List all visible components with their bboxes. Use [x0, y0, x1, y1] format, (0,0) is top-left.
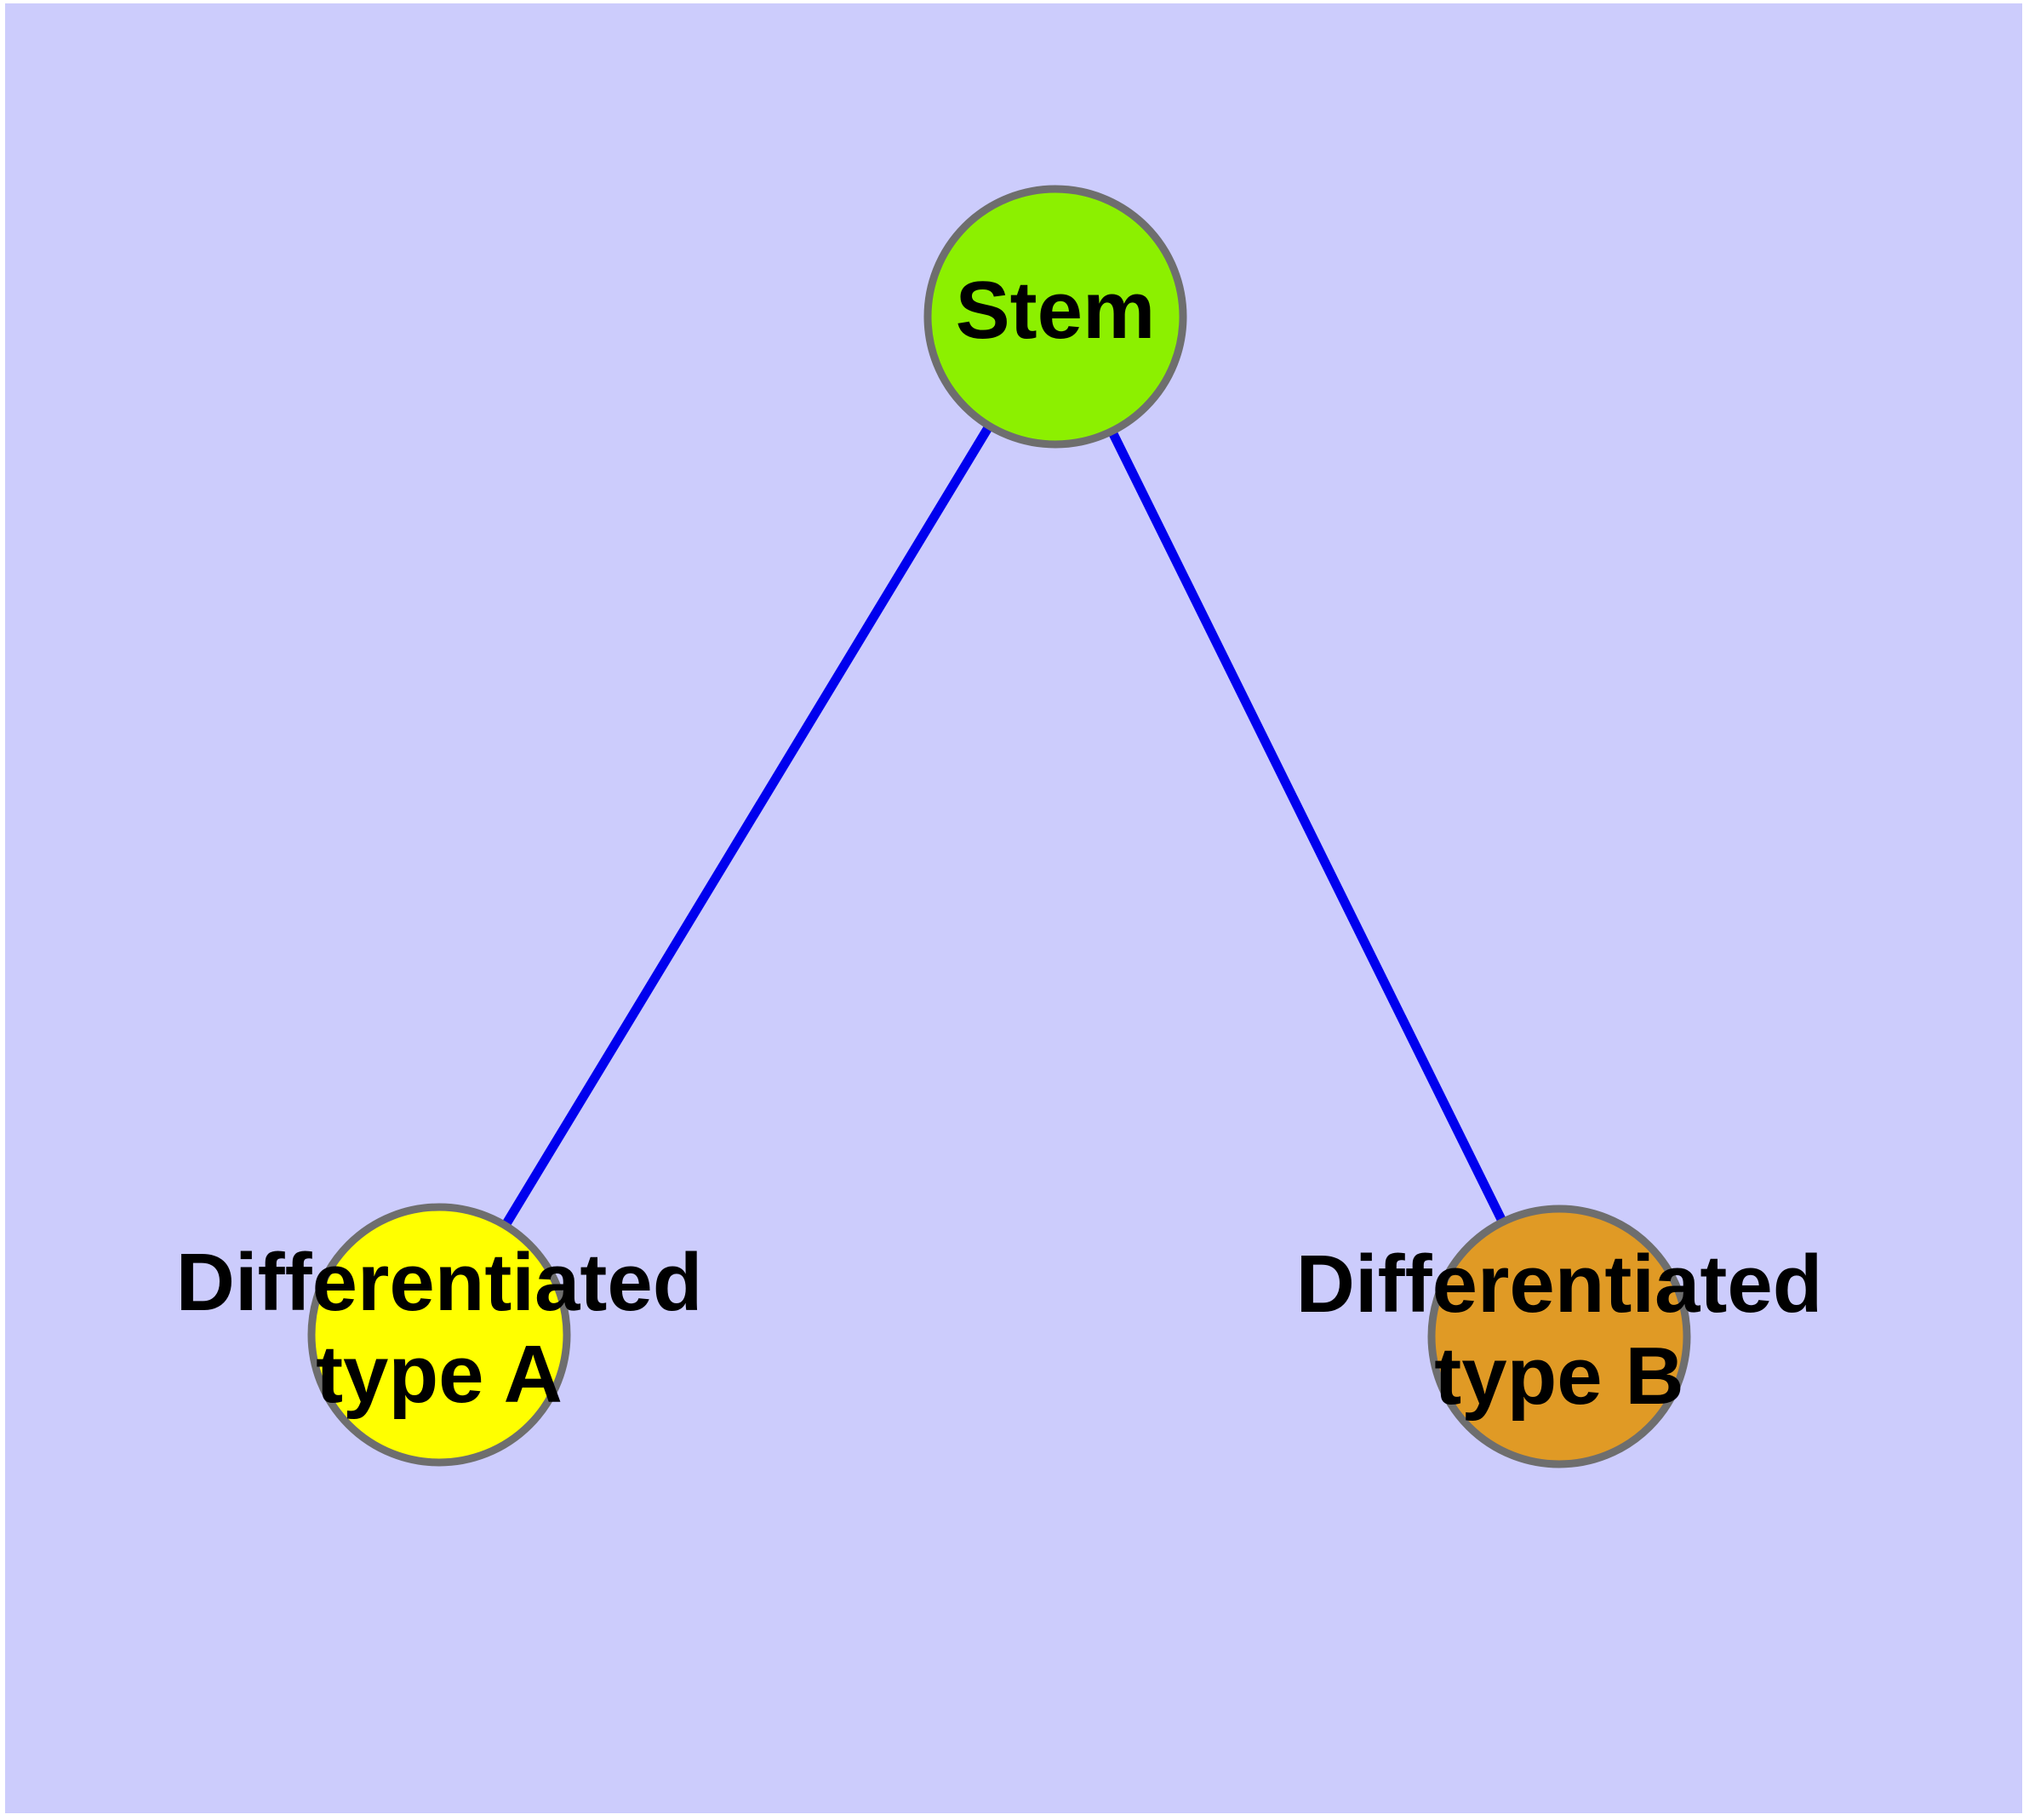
node-label-stem: Stem [956, 265, 1156, 356]
node-label-line: Differentiated [1296, 1239, 1823, 1330]
nodes-group [307, 185, 1691, 1468]
node-label-line: type A [316, 1329, 563, 1420]
node-label-line: type B [1434, 1331, 1683, 1422]
edges-group [435, 314, 1563, 1339]
node-label-line: Differentiated [176, 1237, 703, 1328]
node-differentiated-type-b[interactable] [1427, 1205, 1691, 1468]
node-differentiated-type-a[interactable] [307, 1203, 571, 1467]
edge-stem-to-differentiated-type-a[interactable] [435, 314, 1060, 1337]
node-stem[interactable] [923, 185, 1187, 449]
node-label-line: Stem [956, 265, 1156, 356]
edge-stem-to-differentiated-type-b[interactable] [1051, 314, 1563, 1339]
